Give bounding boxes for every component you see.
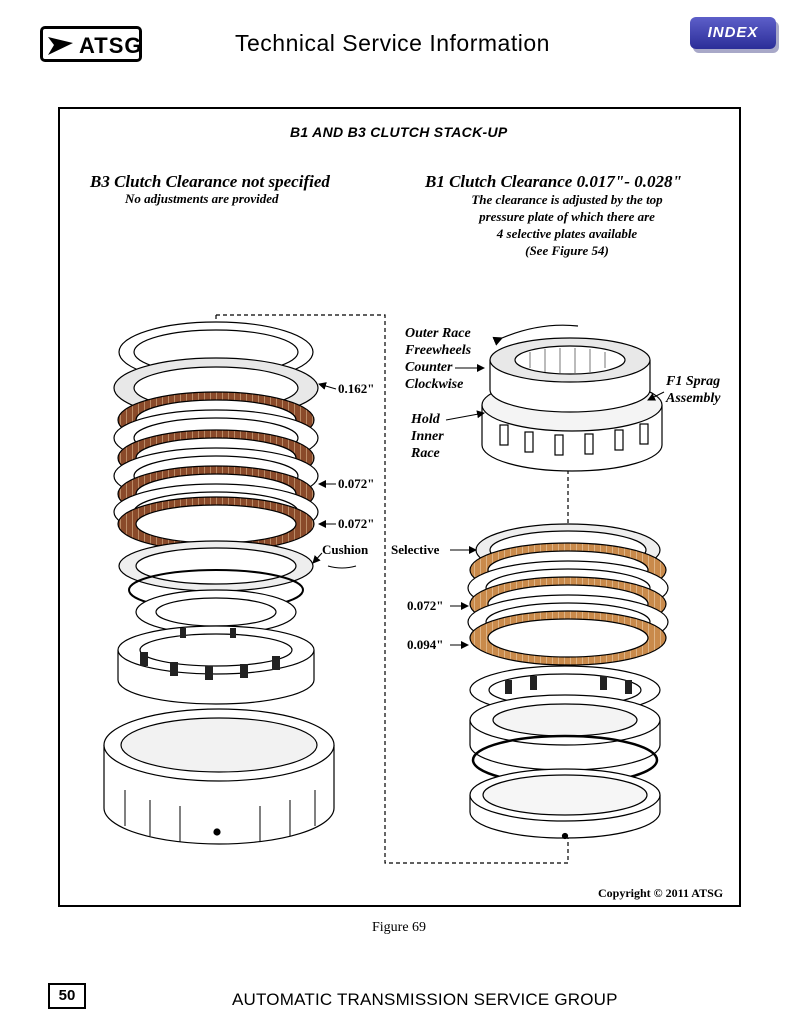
b1-thickness-b: 0.094" xyxy=(407,637,444,652)
footer-text: AUTOMATIC TRANSMISSION SERVICE GROUP xyxy=(232,990,618,1009)
f1-sprag-assembly xyxy=(481,324,663,472)
figure-caption: Figure 69 xyxy=(372,920,427,935)
b1-thickness-a: 0.072" xyxy=(407,598,444,613)
header-title: Technical Service Information xyxy=(235,30,550,56)
b1-subtext-1: The clearance is adjusted by the top xyxy=(471,192,663,207)
cushion-label: Cushion xyxy=(322,542,369,557)
b3-thickness-low: 0.072" xyxy=(338,516,375,531)
label-arrows xyxy=(318,364,665,649)
outer-race-label-4: Clockwise xyxy=(405,377,464,392)
outer-race-label-1: Outer Race xyxy=(405,326,471,341)
page-number: 50 xyxy=(48,983,86,1009)
outer-race-label-3: Counter xyxy=(405,360,453,375)
b3-clutch-stack xyxy=(103,321,335,845)
b3-thickness-mid: 0.072" xyxy=(338,476,375,491)
copyright: Copyright © 2011 ATSG xyxy=(598,886,724,900)
f1-sprag-label-1: F1 Sprag xyxy=(666,374,721,389)
selective-label: Selective xyxy=(391,542,440,557)
b3-subtext: No adjustments are provided xyxy=(125,191,279,206)
b1-heading: B1 Clutch Clearance 0.017"- 0.028" xyxy=(425,172,682,191)
logo-text: ATSG xyxy=(79,33,143,58)
index-button[interactable]: INDEX xyxy=(690,17,776,49)
b1-clutch-stack xyxy=(467,523,669,840)
outer-race-label-2: Freewheels xyxy=(405,343,472,358)
f1-sprag-label-2: Assembly xyxy=(666,391,721,406)
figure-frame xyxy=(58,107,741,907)
hold-inner-race-label-3: Race xyxy=(411,446,440,461)
cushion-brace xyxy=(327,565,357,569)
hold-inner-race-label-2: Inner xyxy=(411,429,444,444)
clutch-stackup-diagram xyxy=(103,314,669,864)
b1-subtext-4: (See Figure 54) xyxy=(525,243,609,258)
atsg-logo: ATSG xyxy=(40,26,142,62)
plane-icon xyxy=(48,37,73,55)
b3-heading: B3 Clutch Clearance not specified xyxy=(90,172,330,191)
b3-thickness-top: 0.162" xyxy=(338,381,375,396)
figure-title: B1 AND B3 CLUTCH STACK-UP xyxy=(290,124,508,140)
hold-inner-race-label-1: Hold xyxy=(411,412,440,427)
b1-subtext-2: pressure plate of which there are xyxy=(479,209,655,224)
b1-subtext-3: 4 selective plates available xyxy=(496,226,638,241)
